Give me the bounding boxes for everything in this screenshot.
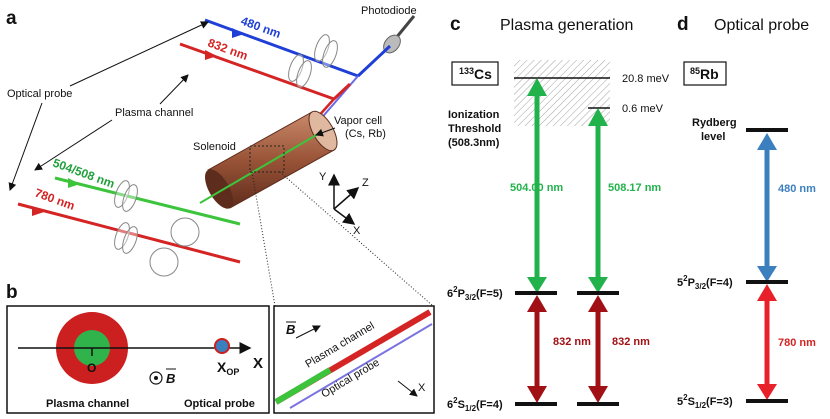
transition-arrow-832-right [588,295,608,403]
photodiode-label: Photodiode [361,5,417,17]
solenoid-icon [199,110,338,209]
transition-780-label: 780 nm [778,337,816,349]
optical-probe-caption: Optical probe [184,398,255,410]
coordinate-axes-icon [328,173,360,225]
optical-probe-label: Optical probe [7,88,72,100]
plasma-channel-label: Plasma channel [115,107,193,119]
panel-b-box [6,305,270,414]
x-axis-label: X [253,355,263,372]
transition-arrow-504 [527,78,547,293]
inset-probe-beam [289,323,433,409]
transition-832-right-label: 832 nm [612,336,650,348]
rydberg-level-label: level [701,131,725,143]
axis-x-label: X [353,225,361,237]
inset-green-beam [274,367,332,405]
transition-arrow-508 [588,108,608,293]
lens-icon [114,180,200,277]
inset-marker-box [249,145,285,173]
rb-p-state-label: 52P3/2(F=4) [677,274,733,291]
inset-field-arrow [295,325,321,339]
cs-isotope-label: 133Cs [459,66,492,82]
threshold-wavelength-label: (508.3nm) [448,137,500,149]
transition-832-left-label: 832 nm [553,336,591,348]
wavelength-480-label: 480 nm [239,14,283,41]
rydberg-label: Rydberg [692,117,737,129]
inset-x-arrow [397,380,418,397]
wavelength-832-label: 832 nm [206,36,250,63]
optical-probe-title: Optical probe [714,17,809,34]
axis-y-label: Y [319,171,327,183]
level-20-8-label: 20.8 meV [622,73,670,85]
panel-letter-b: b [6,282,18,303]
lens-icon [288,34,338,88]
vapor-cell-label: Vapor cell [334,115,382,127]
inset-x-label: X [418,382,426,394]
inset-guide-line [279,171,434,307]
plasma-generation-title: Plasma generation [500,17,633,34]
green-beam-504-508 [54,176,241,226]
cs-isotope-box [451,61,499,86]
rb-isotope-box [683,61,727,86]
panel-letter-c: c [450,14,461,35]
probe-position-label: XOP [217,359,239,377]
field-out-of-page-icon [149,371,163,385]
transition-arrow-480 [757,133,777,282]
plasma-channel-caption: Plasma channel [46,398,129,410]
inset-field-label: B [286,322,295,337]
transition-arrow-832-left [527,295,547,403]
level-0-6-label: 0.6 meV [622,103,664,115]
field-b-label: B [166,371,175,386]
origin-label: O [87,361,96,375]
cs-p-state-label: 62P3/2(F=5) [447,285,503,302]
solenoid-label: Solenoid [193,141,236,153]
threshold-label: Threshold [448,123,501,135]
transition-508-label: 508.17 nm [608,182,661,194]
transition-480-label: 480 nm [778,183,816,195]
cs-s-state-label: 62S1/2(F=4) [447,396,503,413]
panel-letter-d: d [677,14,689,35]
axis-z-label: Z [362,177,369,189]
rb-isotope-label: 85Rb [690,66,719,82]
rb-s-state-label: 52S1/2(F=3) [677,393,733,410]
ionization-label: Ionization [448,109,500,121]
transition-504-label: 504.00 nm [510,182,563,194]
panel-letter-a: a [6,8,17,29]
optical-probe-dot [214,338,230,354]
vapor-cell-species-label: (Cs, Rb) [345,128,386,140]
transition-arrow-780 [757,284,777,400]
